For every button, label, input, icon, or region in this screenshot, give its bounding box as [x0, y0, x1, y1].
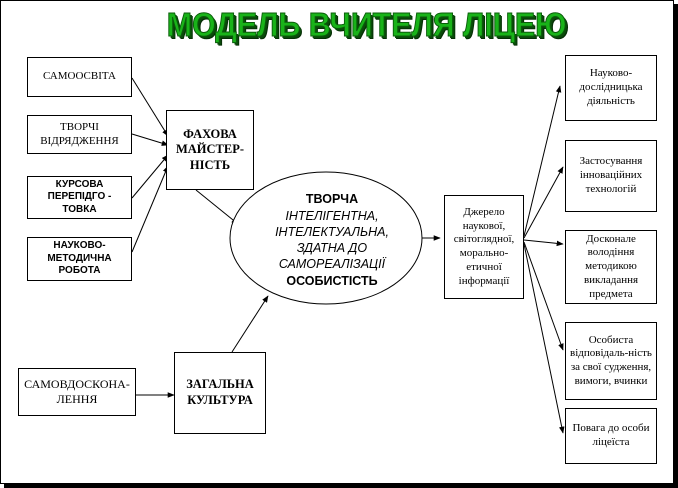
- arrow-source-right-4: [523, 241, 564, 351]
- box-samoosvita: САМООСВІТА: [27, 57, 132, 97]
- arrow-source-right-2: [523, 166, 564, 239]
- box-right-3: Досконале володіння методикою викладання…: [565, 230, 657, 304]
- center-ellipse: [229, 171, 423, 305]
- arrow-source-right-5: [523, 243, 565, 434]
- arrow-kursova-fakhova: [131, 154, 169, 199]
- box-right-4: Особиста відповідаль-ність за свої судже…: [565, 322, 657, 400]
- arrow-samoosvita-fakhova: [131, 77, 169, 137]
- box-right-2: Застосування інноваційних технологій: [565, 140, 657, 212]
- arrow-tvorchi-fakhova: [131, 133, 169, 146]
- page-title: МОДЕЛЬ ВЧИТЕЛЯ ЛІЦЕЮ: [166, 6, 567, 44]
- center-line-4: ЗДАТНА ДО: [296, 241, 368, 255]
- arrow-source-right-3: [523, 239, 564, 247]
- box-naukovo-metodychna: НАУКОВО-МЕТОДИЧНА РОБОТА: [27, 237, 132, 281]
- center-text: ТВОРЧА ІНТЕЛІГЕНТНА, ІНТЕЛЕКТУАЛЬНА, ЗДА…: [232, 180, 432, 300]
- center-line-3: ІНТЕЛЕКТУАЛЬНА,: [275, 224, 389, 239]
- box-kursova-perepidgotovka: КУРСОВА ПЕРЕПІДГО - ТОВКА: [27, 176, 132, 219]
- center-line-1: ТВОРЧА: [305, 192, 359, 207]
- arrow-naukovo-fakhova: [131, 165, 169, 253]
- box-samovdoskonalennia: САМОВДОСКОНА-ЛЕННЯ: [18, 368, 136, 416]
- box-fakhova-maisternist: ФАХОВА МАЙСТЕР-НІСТЬ: [166, 110, 254, 190]
- center-line-6: ОСОБИСТІСТЬ: [286, 273, 378, 288]
- box-dzherelo-informatsii: Джерело наукової, світоглядної, морально…: [444, 195, 524, 299]
- center-line-2: ІНТЕЛІГЕНТНА,: [285, 208, 379, 223]
- center-line-5: САМОРЕАЛІЗАЦІЇ: [278, 257, 386, 272]
- arrow-zagalna-center: [231, 295, 269, 353]
- box-right-1: Науково-дослідницька діяльність: [565, 55, 657, 121]
- arrow-source-right-1: [523, 85, 562, 237]
- arrow-fakhova-center: [195, 189, 239, 225]
- box-zagalna-kultura: ЗАГАЛЬНА КУЛЬТУРА: [174, 352, 266, 434]
- box-right-5: Повага до особи ліцеїста: [565, 408, 657, 464]
- box-tvorchi-vidriadzhennia: ТВОРЧІ ВІДРЯДЖЕННЯ: [27, 115, 132, 154]
